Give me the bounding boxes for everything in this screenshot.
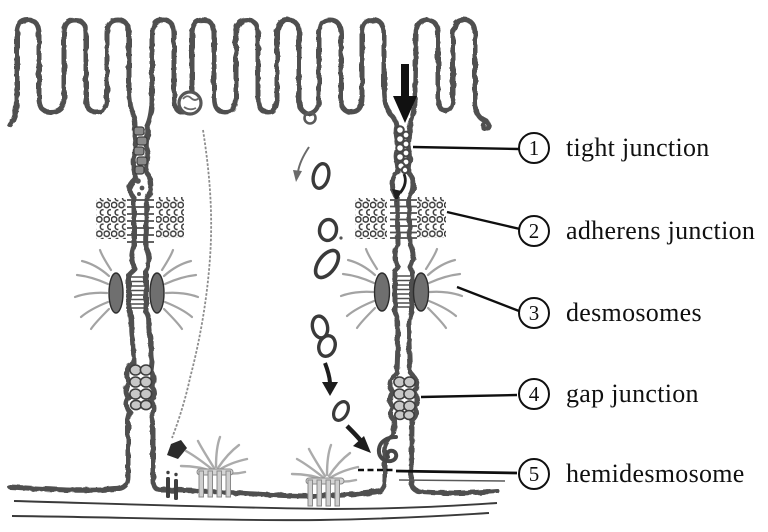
adherens-dot-plaque: [156, 197, 184, 238]
hemidesmosome-right: [290, 443, 360, 507]
transcytosis-arrow-mid: [322, 362, 338, 396]
callout-label-text: desmosomes: [566, 298, 702, 327]
callout-label-text: hemidesmosome: [566, 459, 745, 488]
gap-junction-right: [393, 376, 416, 421]
desmosome-striations-left: [126, 276, 147, 309]
callout-number-badge: 1: [518, 132, 550, 164]
basal-membrane-curl: [376, 435, 399, 464]
callout-number-badge: 4: [518, 378, 550, 410]
filament-arrowhead: [167, 440, 187, 459]
leader-gap-junction: [420, 393, 518, 399]
callout-gap-junction: 4 gap junction: [518, 378, 699, 410]
callout-tight-junction: 1 tight junction: [518, 132, 710, 164]
leader-lines: [358, 145, 521, 475]
desmosome-plaque: [149, 272, 165, 314]
tight-junction-right: [395, 125, 411, 175]
callout-desmosomes: 3 desmosomes: [518, 297, 702, 329]
basal-lamina: [11, 479, 506, 522]
callout-label-text: tight junction: [566, 133, 710, 162]
transcytosis-arrow-upper: [293, 146, 310, 182]
callout-adherens-junction: 2 adherens junction: [518, 215, 755, 247]
adherens-dot-plaque: [355, 198, 387, 239]
leader-desmosomes: [456, 285, 520, 313]
intracellular-junction-arrow: [392, 173, 407, 202]
vesicle: [317, 217, 339, 243]
desmosome-striations-right: [394, 275, 410, 308]
subapical-dense-dots: [135, 178, 145, 196]
cell-membranes: [7, 17, 500, 499]
callout-label-text: gap junction: [566, 379, 699, 408]
transcytosis-vesicles: [293, 146, 371, 453]
leader-adherens-junction: [446, 210, 521, 231]
adherens-dot-plaque: [96, 198, 126, 239]
right-cell-membrane: [405, 17, 500, 496]
apical-entry-arrow: [393, 64, 417, 123]
endocytosis-vesicle: [177, 90, 203, 116]
adherens-striations-left: [127, 199, 154, 243]
callout-number-badge: 5: [518, 458, 550, 490]
callout-number-badge: 3: [518, 297, 550, 329]
transcytosis-arrow-basal: [345, 424, 371, 453]
gap-junction-left: [129, 364, 153, 411]
vesicle: [313, 248, 341, 280]
leader-hemidesmosome: [395, 469, 518, 475]
desmosome-plaque: [373, 272, 391, 312]
intermediate-filament: [167, 129, 213, 459]
left-cell-membrane: [7, 17, 138, 493]
tight-junction-left: [133, 126, 148, 175]
vesicle: [331, 400, 351, 422]
focal-adhesion-marks: [166, 470, 178, 500]
membrane-curl: [303, 111, 317, 125]
desmosome-plaque: [412, 272, 430, 312]
callout-hemidesmosome: 5 hemidesmosome: [518, 458, 745, 490]
desmosome-plaque: [108, 272, 124, 314]
hemidesmosome-left: [179, 435, 249, 498]
left-junction-complex: [73, 126, 200, 411]
vesicle-fusing-pair: [310, 314, 337, 358]
vesicle: [311, 162, 331, 190]
middle-cell-membrane: [143, 17, 401, 499]
callout-number-badge: 2: [518, 215, 550, 247]
callout-label-text: adherens junction: [566, 216, 756, 245]
right-junction-complex: [339, 125, 464, 464]
adherens-dot-plaque: [417, 197, 446, 238]
adherens-striations-right: [390, 199, 417, 239]
leader-tight-junction: [412, 145, 520, 151]
